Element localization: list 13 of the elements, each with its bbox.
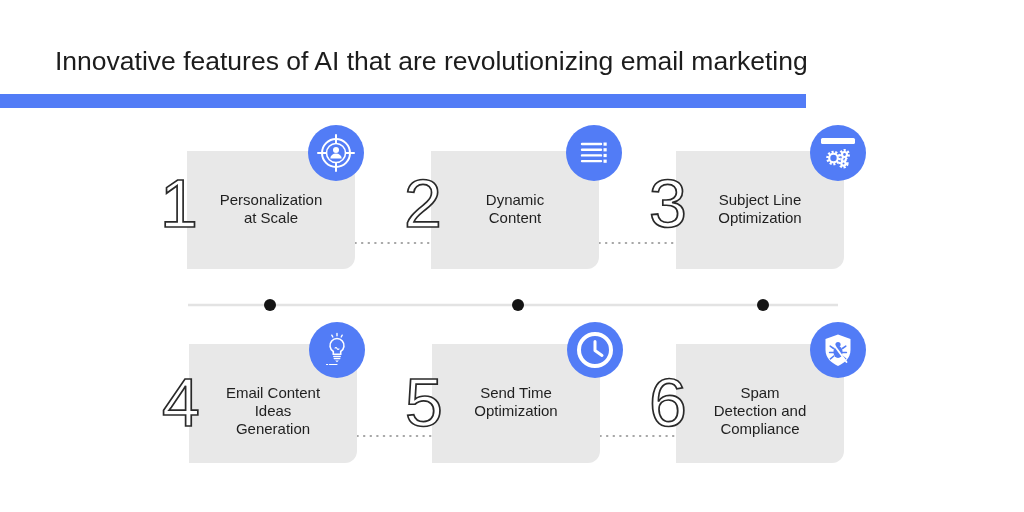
feature-title: Subject Line Optimization xyxy=(717,191,803,227)
step-number: 4 xyxy=(162,375,200,430)
step-number: 5 xyxy=(405,375,443,430)
step-number: 3 xyxy=(649,176,687,231)
step-number: 2 xyxy=(404,176,442,231)
feature-title: Send Time Optimization xyxy=(473,384,559,420)
diagram-title: Innovative features of AI that are revolutionizing email marketing xyxy=(55,45,808,77)
feature-title: Spam Detection and Compliance xyxy=(712,384,808,438)
feature-title: Dynamic Content xyxy=(484,191,546,227)
step-number: 6 xyxy=(649,375,687,430)
feature-title: Personalization at Scale xyxy=(218,191,324,227)
step-number: 1 xyxy=(160,176,198,231)
feature-title: Email Content Ideas Generation xyxy=(224,384,322,438)
